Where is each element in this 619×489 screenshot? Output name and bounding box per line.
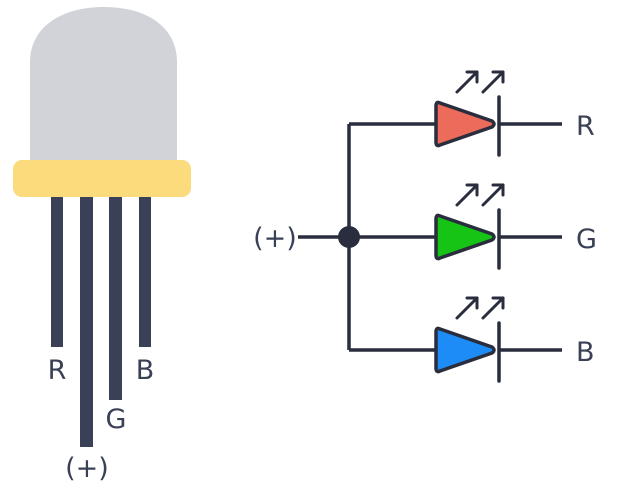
junction-dot [338, 226, 360, 248]
lead-label-anode: (+) [65, 453, 109, 484]
diode-red [434, 70, 505, 157]
lead-red [51, 197, 63, 347]
schematic-label-anode: (+) [253, 223, 297, 254]
lead-anode [80, 197, 93, 447]
schematic-label-green: G [576, 224, 597, 255]
schematic-label-blue: B [576, 337, 595, 368]
diode-blue-triangle [434, 326, 496, 374]
lead-label-green: G [106, 404, 127, 435]
led-dome [30, 7, 177, 167]
schematic [298, 122, 562, 352]
lead-blue [139, 197, 151, 347]
light-emission-arrows-icon [455, 70, 505, 94]
led-component: R B G (+) [13, 7, 191, 484]
lead-label-blue: B [136, 355, 155, 386]
lead-label-red: R [48, 355, 67, 386]
light-emission-arrows-icon [455, 296, 505, 320]
schematic-label-red: R [576, 111, 595, 142]
diode-green-triangle [434, 213, 496, 261]
light-emission-arrows-icon [455, 183, 505, 207]
diode-blue [434, 296, 505, 383]
led-rim [13, 160, 191, 197]
diode-green [434, 183, 505, 270]
diode-red-triangle [434, 100, 496, 148]
lead-green [109, 197, 122, 400]
